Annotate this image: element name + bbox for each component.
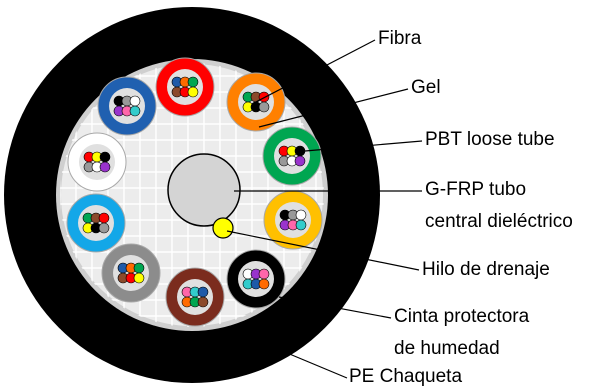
label-moisture-tape-line2: de humedad <box>394 338 500 359</box>
white-tube <box>67 132 127 192</box>
label-drain-wire: Hilo de drenaje <box>422 259 550 280</box>
fiber <box>197 286 209 298</box>
central-member <box>167 153 241 227</box>
leader-line <box>255 339 348 379</box>
fiber <box>99 161 111 173</box>
fiber <box>258 278 270 290</box>
fiber <box>295 219 307 231</box>
leader-line <box>304 140 423 152</box>
label-pe-jacket: PE Chaqueta <box>349 366 463 387</box>
loose-tubes <box>66 57 323 327</box>
drain-wire <box>212 217 234 239</box>
fiber <box>98 222 110 234</box>
label-fibra: Fibra <box>378 28 422 49</box>
fiber <box>129 95 141 107</box>
brown-tube <box>165 267 225 327</box>
fiber <box>294 155 306 167</box>
blue-tube <box>97 76 157 136</box>
leader-line <box>278 296 392 319</box>
fiber <box>133 272 145 284</box>
yellow-tube <box>263 190 323 250</box>
leader-line <box>258 88 409 128</box>
fiber <box>295 209 307 221</box>
label-moisture-tape-line1: Cinta protectora <box>394 306 530 327</box>
leader-line <box>226 230 420 271</box>
fiber <box>197 296 209 308</box>
leader-line <box>251 39 376 105</box>
green-tube <box>262 126 322 186</box>
fiber <box>258 91 270 103</box>
gray-tube <box>101 243 161 303</box>
label-central-member-line2: central dieléctrico <box>425 211 573 232</box>
fiber <box>187 76 199 88</box>
black-tube <box>226 249 286 309</box>
label-central-member-line1: G-FRP tubo <box>425 179 527 200</box>
fiber <box>258 101 270 113</box>
aqua-tube <box>66 193 126 253</box>
fiber <box>129 105 141 117</box>
leader-lines <box>226 39 423 379</box>
label-gel: Gel <box>411 77 441 98</box>
label-pbt-loose-tube: PBT loose tube <box>425 129 555 150</box>
fiber <box>187 86 199 98</box>
red-tube <box>155 57 215 117</box>
fiber <box>99 151 111 163</box>
fiber <box>258 268 270 280</box>
fiber <box>294 145 306 157</box>
fiber <box>98 212 110 224</box>
fiber <box>133 262 145 274</box>
